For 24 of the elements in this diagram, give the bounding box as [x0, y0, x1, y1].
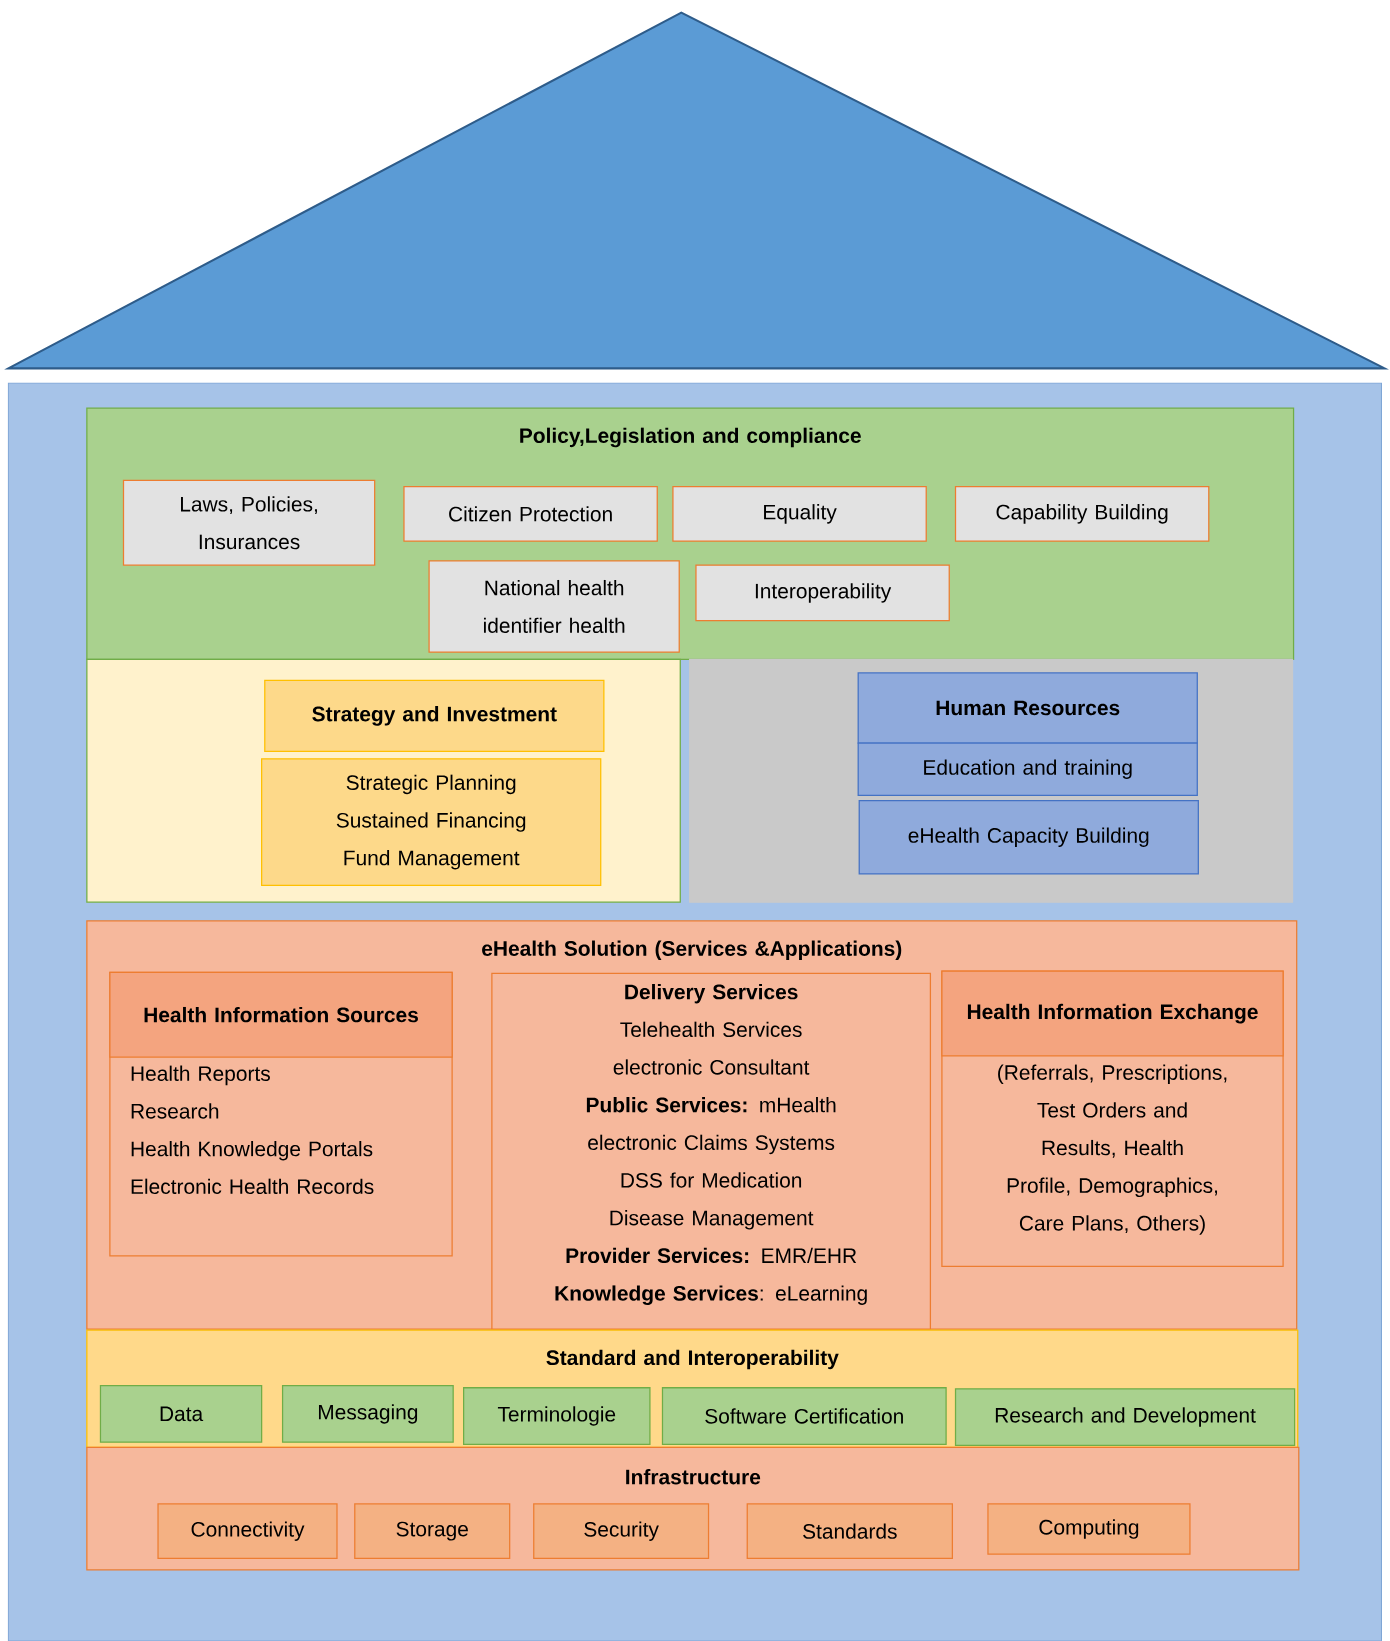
label-box: Data — [99, 1385, 263, 1443]
label-box: Education and training — [857, 742, 1198, 796]
label-box: Strategic Planning Sustained Financing Fund Management — [261, 758, 602, 887]
titled-box: Health Information Sources Health Reports Research Health Knowledge Portals Electronic Health Records — [109, 971, 453, 1257]
label-box: Citizen Protection — [403, 486, 658, 542]
label-box: Standards — [746, 1503, 954, 1559]
titled-box: Delivery Services Telehealth Services electronic Consultant Public Services: mHealth electronic Claims Systems DSS for Medication Disease Management Provider Services: EMR/EHR Knowledge Services: eLearning — [491, 972, 932, 1330]
label-box: National health identifier health — [428, 560, 680, 653]
label-box: Interoperability — [695, 564, 950, 622]
label-box: Connectivity — [157, 1503, 338, 1559]
label-box: Terminologie — [463, 1387, 651, 1445]
label-box: Messaging — [282, 1385, 454, 1443]
label-box: Computing — [987, 1503, 1191, 1555]
label-box: Research and Development — [954, 1388, 1296, 1446]
label-box: Security — [533, 1503, 710, 1559]
label-box: Storage — [354, 1503, 511, 1559]
label-box: Strategy and Investment — [264, 679, 605, 753]
label-box: Equality — [672, 486, 927, 542]
titled-box: Health Information Exchange (Referrals, Prescriptions, Test Orders and Results, Health Profile, Demographics, Care Plans, Others) — [941, 970, 1284, 1267]
label-box: Human Resources — [857, 672, 1198, 744]
label-box: Laws, Policies, Insurances — [122, 479, 376, 566]
label-box: Software Certification — [661, 1387, 947, 1445]
label-box: Capability Building — [954, 486, 1210, 542]
label-box: eHealth Capacity Building — [858, 800, 1200, 875]
